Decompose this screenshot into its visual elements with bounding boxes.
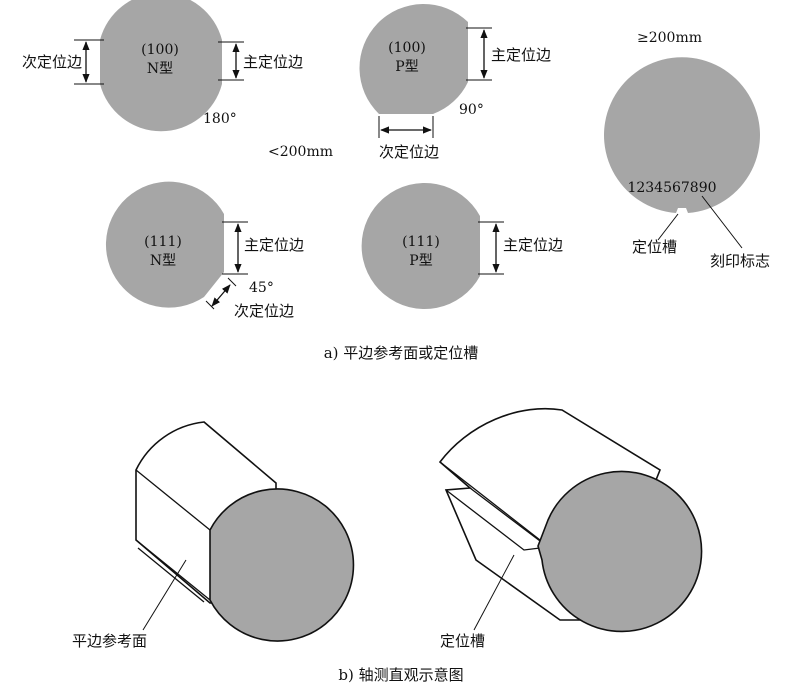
laser-mark-digits: 1234567890 xyxy=(627,180,716,196)
wafer-100-p-disc xyxy=(359,3,468,114)
secondary-flat-dimension xyxy=(211,284,231,307)
wafer-111-n-secondary-label: 次定位边 xyxy=(234,302,294,320)
wafer-100-p-type: P型 xyxy=(395,59,418,75)
flat-ref-label: 平边参考面 xyxy=(72,632,147,650)
wafer-100-p-index: (100) xyxy=(388,40,426,56)
cylinder-with-notch: 定位槽 xyxy=(438,407,703,650)
notch-leader-b xyxy=(473,554,515,631)
flat-bevel-edge xyxy=(137,547,205,603)
wafer-100-p-secondary-label: 次定位边 xyxy=(379,143,439,161)
wafer-100-n-primary-label: 主定位边 xyxy=(243,53,303,71)
wafer-100-n-index: (100) xyxy=(141,42,179,58)
wafer-100-n-secondary-label: 次定位边 xyxy=(22,53,82,71)
wafer-111-n: (111) N型 主定位边 45° 次定位边 xyxy=(105,181,304,320)
notch-label-b: 定位槽 xyxy=(440,632,485,650)
cylinder-end-face xyxy=(209,488,355,642)
flat-bottom-edge xyxy=(135,539,211,601)
wafer-111-p: (111) P型 主定位边 xyxy=(361,183,563,310)
flat-top-edge xyxy=(135,469,211,531)
wafer-111-n-index: (111) xyxy=(144,234,182,250)
wafer-100-n-angle: 180° xyxy=(203,111,237,127)
wafer-111-n-angle: 45° xyxy=(249,280,274,296)
wafer-100-n: (100) N型 次定位边 主定位边 180° xyxy=(22,0,303,132)
wafer-100-n-type: N型 xyxy=(147,61,173,77)
caption-b: b) 轴测直观示意图 xyxy=(338,666,463,684)
caption-a: a) 平边参考面或定位槽 xyxy=(324,344,479,362)
size-small-label: <200mm xyxy=(268,144,333,160)
wafer-111-p-index: (111) xyxy=(402,234,440,250)
wafer-100-p-primary-label: 主定位边 xyxy=(491,46,551,64)
cylinder-end-face xyxy=(537,470,703,633)
wafer-100-p: (100) P型 主定位边 90° 次定位边 xyxy=(359,3,551,161)
dim-ext-line xyxy=(227,277,237,287)
wafer-100-n-disc xyxy=(100,0,222,132)
wafer-notched: ≥200mm 1234567890 定位槽 刻印标志 xyxy=(604,30,770,270)
wafer-111-n-disc xyxy=(105,181,224,308)
notched-wafer-disc xyxy=(604,57,760,213)
groove-lower-edge xyxy=(445,489,541,551)
notch-leader xyxy=(657,213,679,241)
groove-upper-edge xyxy=(439,461,541,541)
notch-label: 定位槽 xyxy=(632,238,677,256)
groove-inner-edge xyxy=(469,487,545,545)
laser-mark-leader xyxy=(701,195,743,249)
wafer-111-p-disc xyxy=(361,183,480,310)
dim-ext-line xyxy=(205,300,215,310)
laser-mark-label: 刻印标志 xyxy=(710,252,770,270)
cylinder-with-flat: 平边参考面 xyxy=(72,421,355,650)
wafer-111-p-type: P型 xyxy=(409,253,432,269)
size-large-label: ≥200mm xyxy=(637,30,702,46)
wafer-100-p-angle: 90° xyxy=(459,102,484,118)
wafer-111-p-primary-label: 主定位边 xyxy=(503,236,563,254)
wafer-111-n-type: N型 xyxy=(150,253,176,269)
wafer-111-n-primary-label: 主定位边 xyxy=(244,236,304,254)
flat-ref-leader xyxy=(142,559,187,631)
